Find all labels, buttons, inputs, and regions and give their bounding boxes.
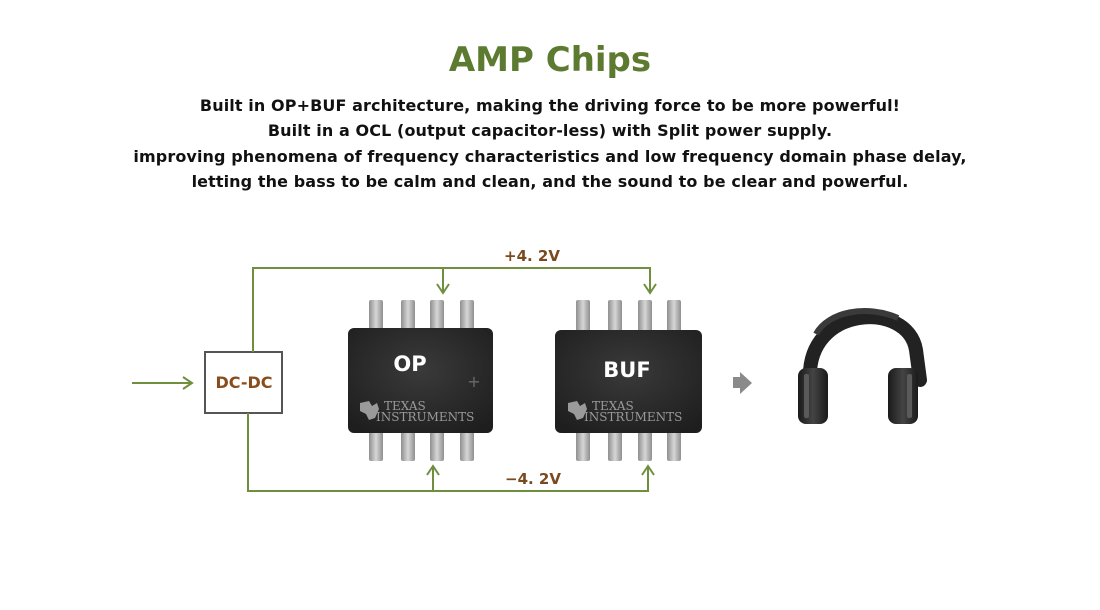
texas-instruments-logo xyxy=(568,401,587,420)
positive-rail-label: +4. 2V xyxy=(504,247,560,265)
headphones-icon xyxy=(798,308,927,424)
negative-rail-label: −4. 2V xyxy=(505,470,561,488)
positive-rail-wire xyxy=(252,267,657,352)
description-line-3: improving phenomena of frequency charact… xyxy=(133,147,967,166)
op-chip-label: OP xyxy=(393,352,426,376)
dc-dc-converter: DC-DC xyxy=(204,351,283,414)
buf-chip-top-pins xyxy=(576,300,681,336)
texas-instruments-logo xyxy=(360,401,379,420)
description-line-4: letting the bass to be calm and clean, a… xyxy=(191,172,909,191)
op-chip-maker-line-1: TEXAS xyxy=(384,399,426,413)
buf-chip-maker-line-2: INSTRUMENTS xyxy=(584,410,682,424)
buf-chip-maker-line-1: TEXAS xyxy=(592,399,634,413)
buf-chip: BUF TEXAS INSTRUMENTS xyxy=(555,300,702,461)
description-line-1: Built in OP+BUF architecture, making the… xyxy=(199,96,901,115)
op-chip-top-pins xyxy=(369,300,474,336)
svg-text:+: + xyxy=(467,372,480,391)
description-line-2: Built in a OCL (output capacitor-less) w… xyxy=(267,121,833,140)
negative-rail-wire xyxy=(247,413,655,492)
op-chip: OP + TEXAS INSTRUMENTS xyxy=(348,300,493,461)
op-chip-bottom-pins xyxy=(369,425,474,461)
op-chip-maker-line-2: INSTRUMENTS xyxy=(376,410,474,424)
page-title: AMP Chips xyxy=(448,40,652,80)
dc-dc-label: DC-DC xyxy=(215,373,272,392)
buf-chip-label: BUF xyxy=(603,358,650,382)
output-arrow-icon xyxy=(733,372,752,394)
buf-chip-bottom-pins xyxy=(576,425,681,461)
input-arrow xyxy=(132,376,194,390)
